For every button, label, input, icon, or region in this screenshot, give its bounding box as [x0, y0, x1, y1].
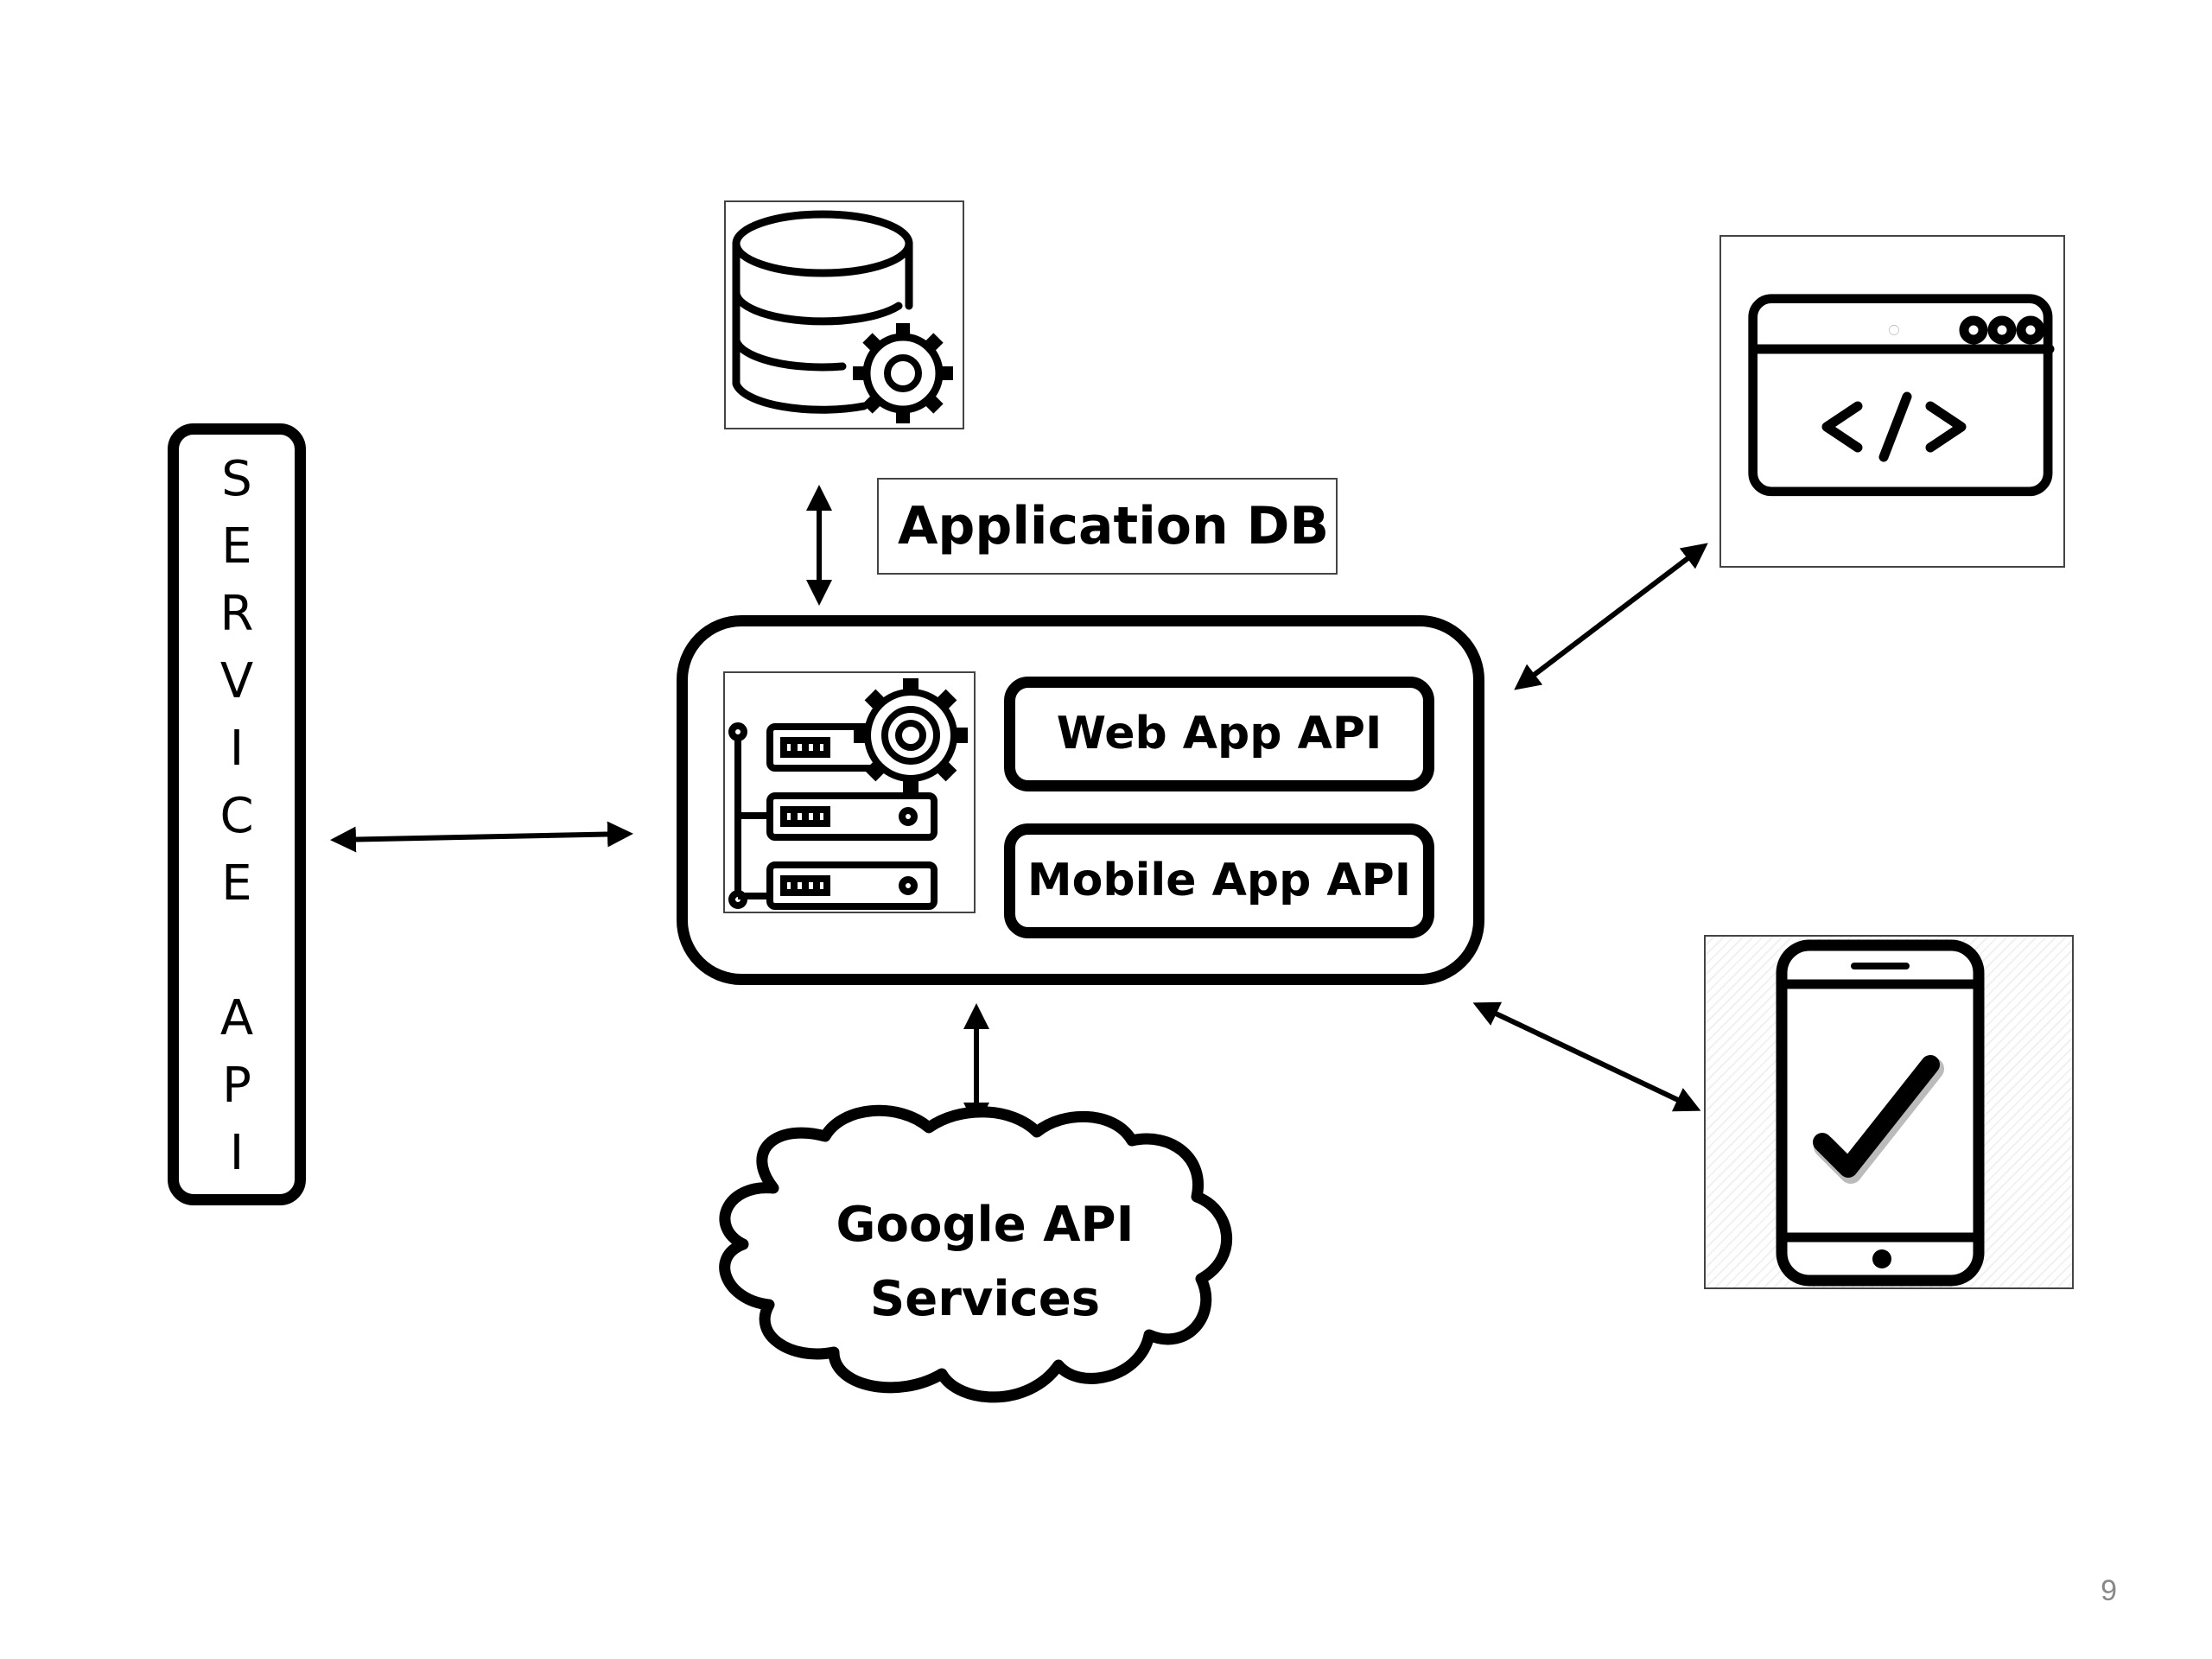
- database-gear-icon: [732, 210, 953, 423]
- service-api-letter: R: [219, 586, 254, 642]
- arrow-server-to-web: [1514, 543, 1708, 690]
- cloud-shape: [719, 1104, 1233, 1403]
- browser-code-icon: [1748, 294, 2055, 497]
- service-api-letter: E: [221, 855, 252, 912]
- service-api-letter: I: [229, 1125, 245, 1181]
- google-api-services-label: Google API Services: [778, 1188, 1192, 1337]
- service-api-label: S E R V I C E A P I: [168, 454, 306, 1197]
- mobile-client-frame: [1704, 935, 2074, 1289]
- smartphone-check-icon: [1776, 939, 1985, 1287]
- cloud-label-line1: Google API: [836, 1197, 1135, 1253]
- service-api-box: [168, 423, 306, 1205]
- arrow-server-to-mobile: [1472, 1001, 1701, 1112]
- service-api-letter: A: [219, 990, 254, 1046]
- arrow-service-to-server: [330, 821, 633, 853]
- server-gear-icon: [728, 678, 968, 910]
- server-frame: [723, 671, 976, 913]
- web-app-api-box: Web App API: [1004, 677, 1434, 791]
- web-client-frame: [1719, 235, 2065, 568]
- service-api-letter: I: [229, 721, 245, 777]
- mobile-app-api-box: Mobile App API: [1004, 823, 1434, 938]
- service-api-letter: V: [219, 653, 254, 709]
- service-api-letter: C: [219, 788, 254, 844]
- application-db-label: Application DB: [877, 478, 1338, 575]
- cloud-label-line2: Services: [869, 1271, 1101, 1327]
- server-box: [677, 615, 1484, 985]
- service-api-letter: P: [222, 1058, 251, 1114]
- service-api-letter: S: [221, 451, 252, 507]
- service-api-letter: E: [221, 518, 252, 575]
- page-number: 9: [2101, 1574, 2117, 1607]
- database-frame: [724, 200, 964, 429]
